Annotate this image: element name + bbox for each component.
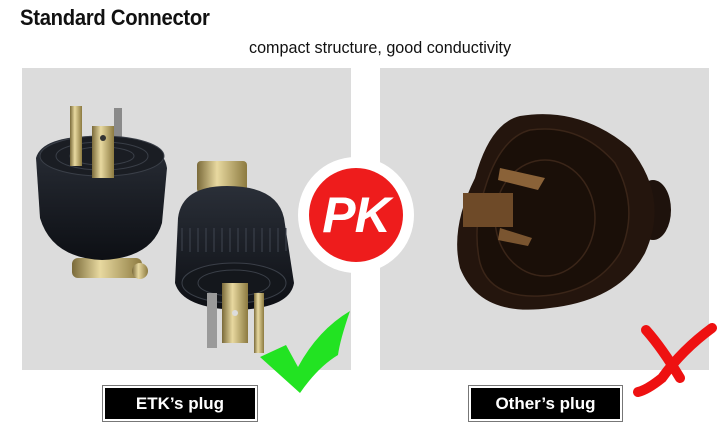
x-mark-icon — [633, 323, 717, 397]
pk-badge-text: PK — [309, 168, 403, 262]
check-mark-icon — [260, 311, 350, 393]
page-title: Standard Connector — [20, 5, 210, 30]
other-plug-label: Other’s plug — [468, 385, 623, 422]
etk-plug-label: ETK’s plug — [102, 385, 258, 422]
other-plug-panel — [380, 68, 709, 370]
etk-plug-image — [36, 106, 294, 353]
etk-plug-panel — [22, 68, 351, 370]
pk-badge: PK — [298, 157, 414, 273]
page-subtitle: compact structure, good conductivity — [249, 38, 512, 57]
other-plug-image — [457, 114, 671, 310]
